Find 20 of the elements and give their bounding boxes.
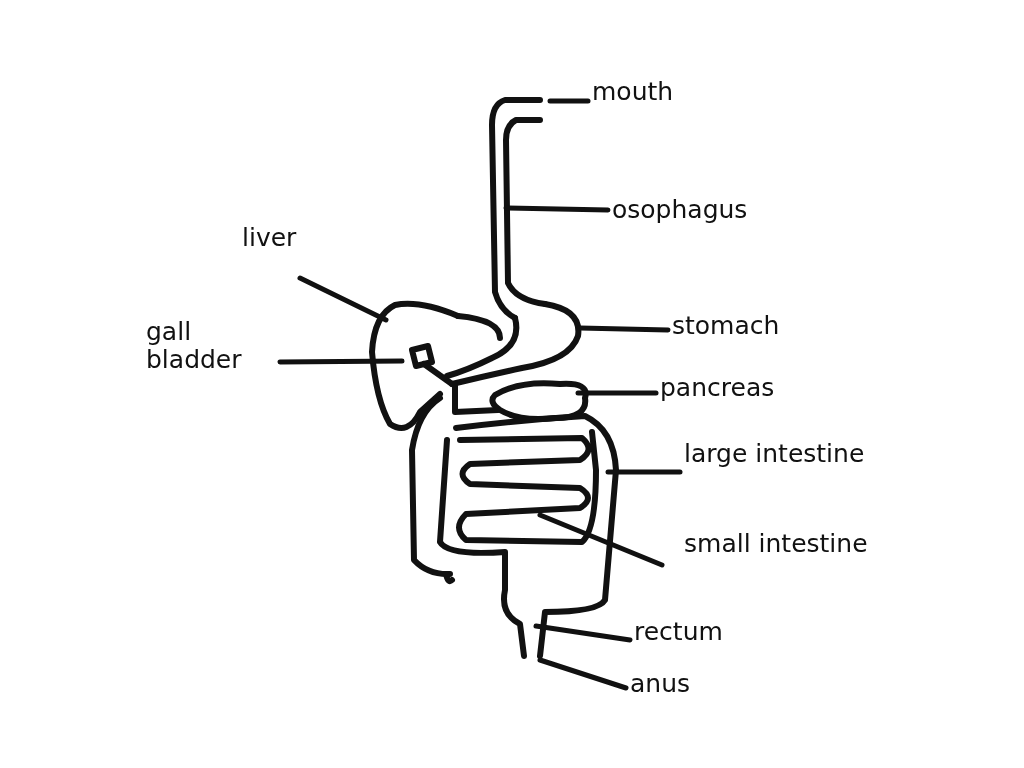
part-label: small intestine (684, 530, 868, 558)
leader-line (503, 205, 611, 213)
leader-line (575, 390, 659, 396)
leader-line (533, 623, 633, 643)
leader-line (547, 98, 591, 104)
leader-line (537, 512, 665, 568)
part-label: osophagus (612, 196, 748, 224)
leader-line (605, 469, 683, 475)
part-label: liver (242, 224, 297, 252)
part-label: anus (630, 670, 691, 698)
leader-line (297, 275, 389, 323)
part-label: mouth (592, 78, 674, 106)
part-label: gall bladder (146, 318, 276, 373)
part-label: stomach (672, 312, 780, 340)
part-label: large intestine (684, 440, 865, 468)
part-label: rectum (634, 618, 723, 646)
part-label: pancreas (660, 374, 775, 402)
leader-line (577, 325, 671, 333)
leader-line (537, 657, 629, 691)
leader-line (277, 358, 405, 365)
